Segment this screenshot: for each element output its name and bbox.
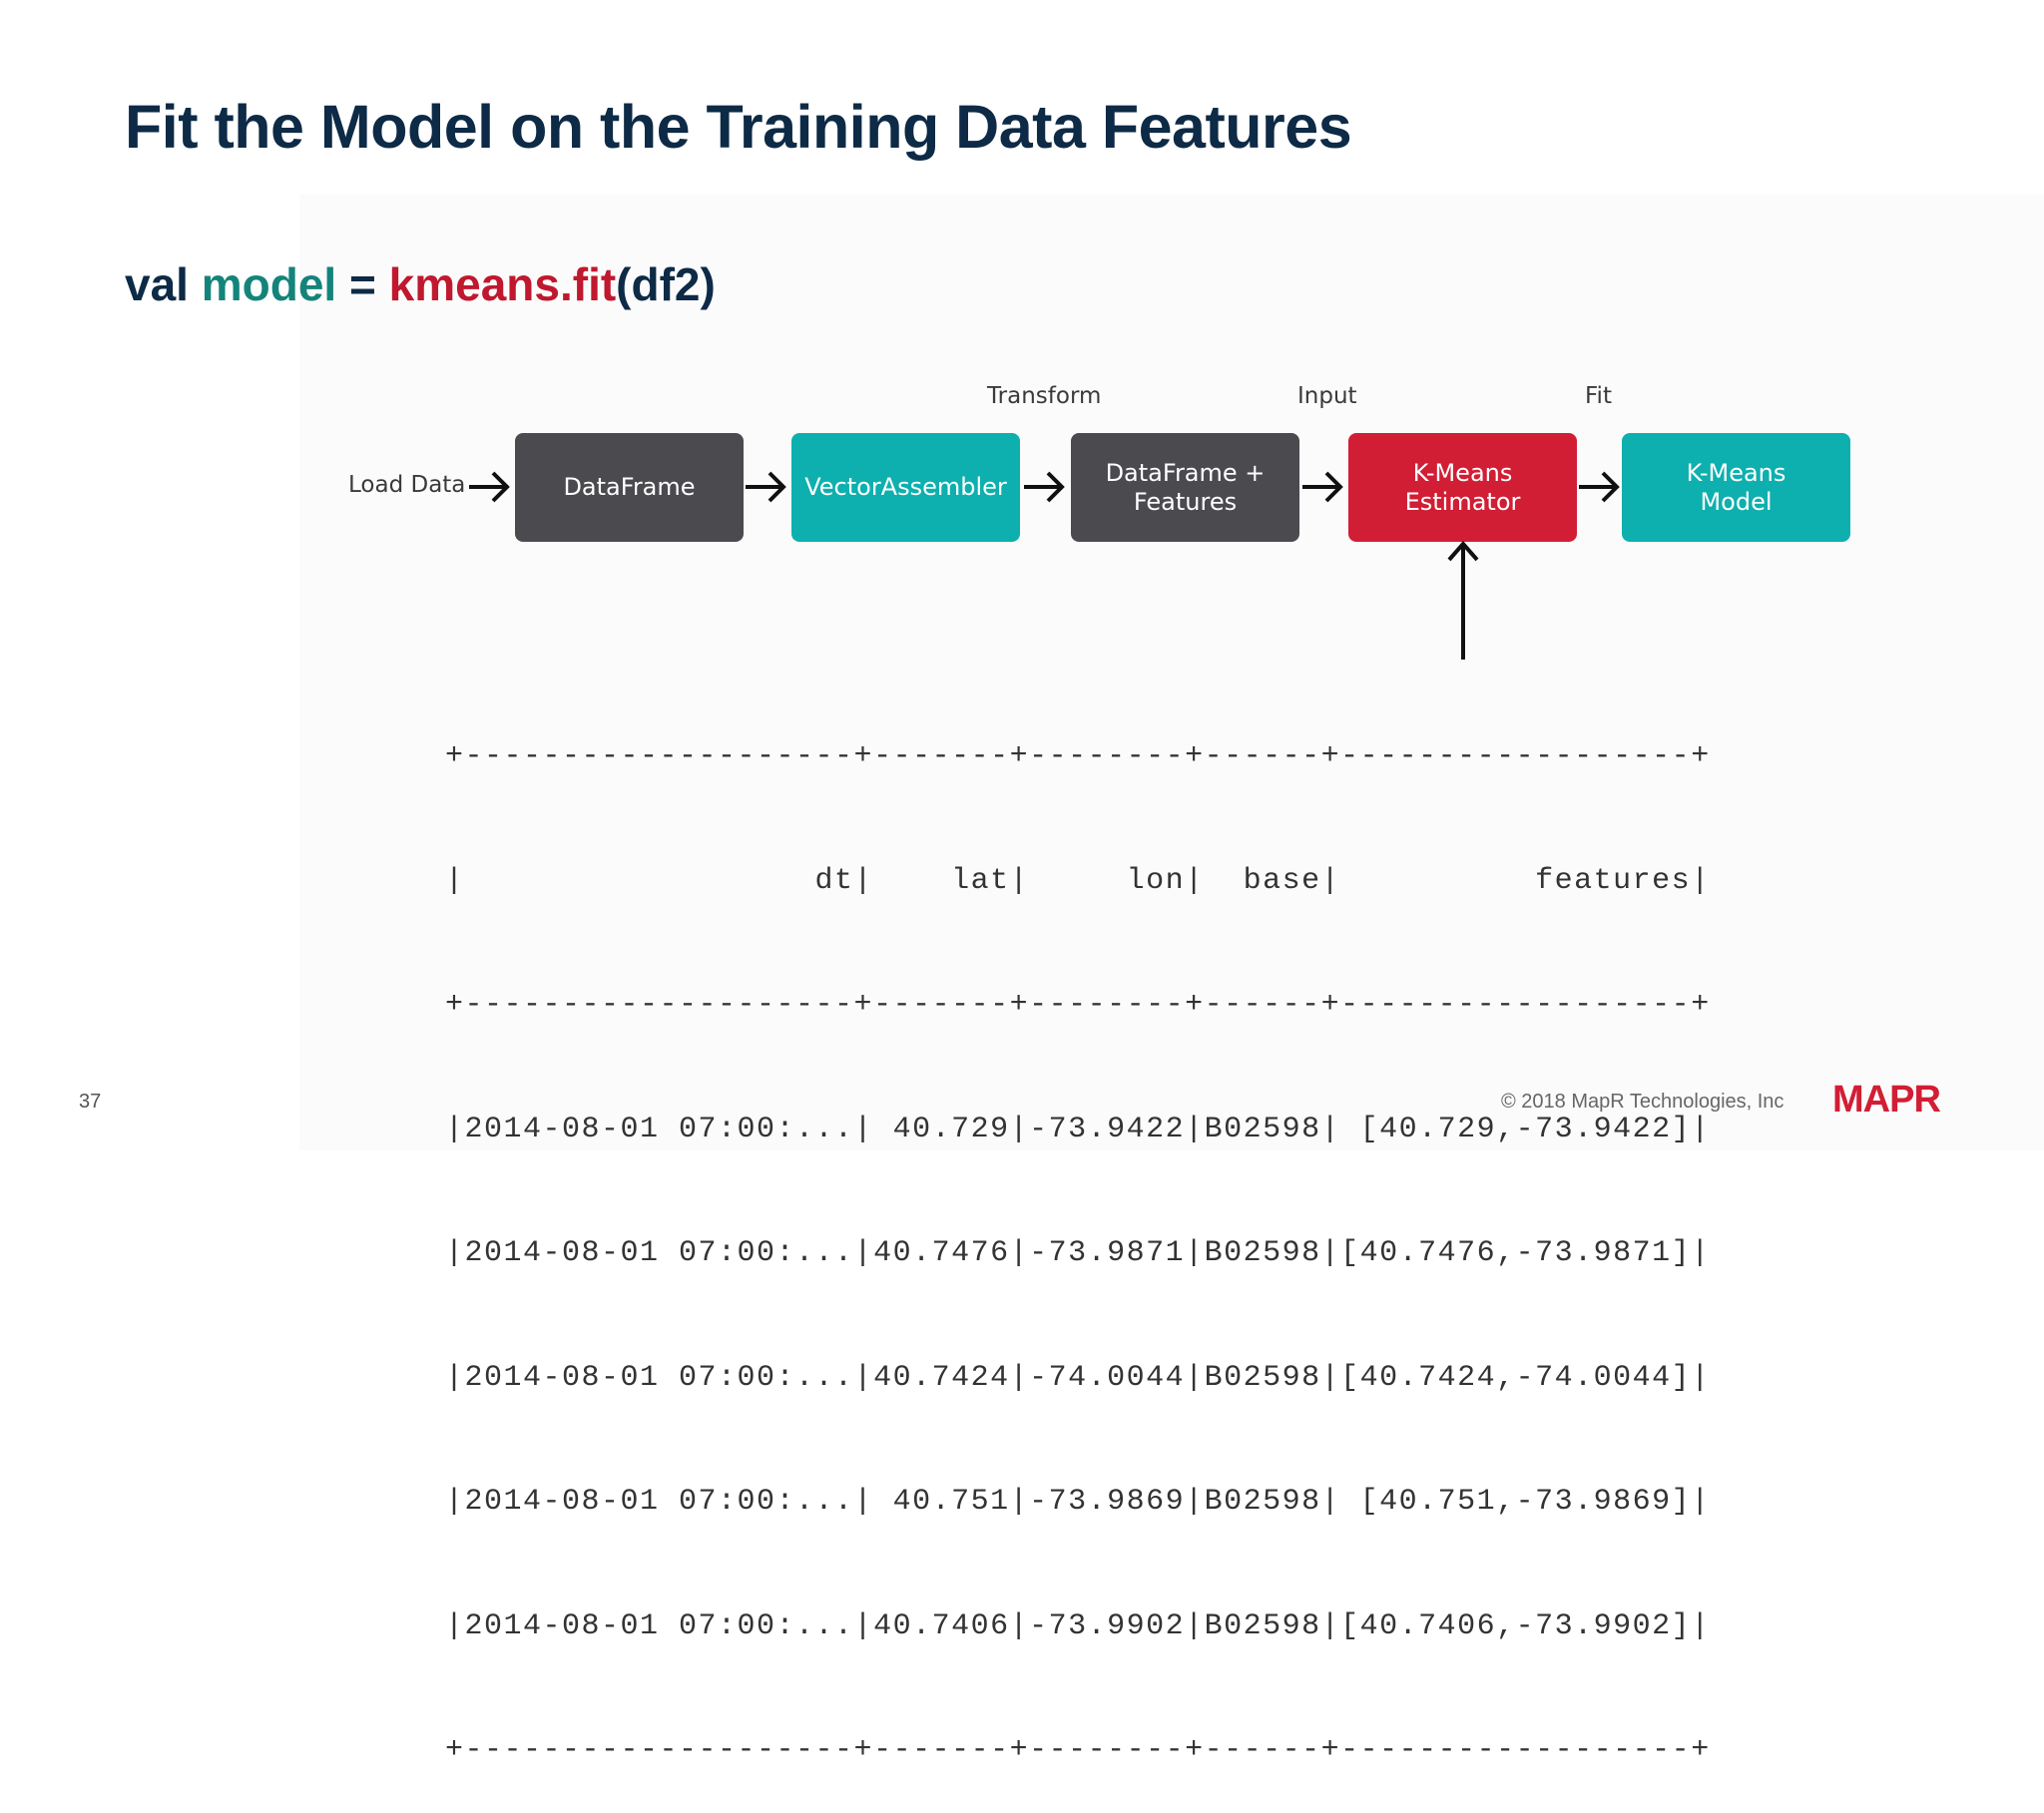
logo-text: MAPR <box>1832 1079 1940 1118</box>
features-table: +--------------------+-------+--------+-… <box>445 654 1711 1813</box>
code-variable-model: model <box>201 258 337 310</box>
table-row: |2014-08-01 07:00:...|40.7424|-74.0044|B… <box>445 1360 1711 1395</box>
code-snippet: val model = kmeans.fit(df2) <box>125 257 716 311</box>
table-row: |2014-08-01 07:00:...|40.7406|-73.9902|B… <box>445 1608 1711 1643</box>
vectorassembler-node: VectorAssembler <box>791 433 1020 542</box>
diagram-background <box>299 195 2044 1150</box>
dataframe-node: DataFrame <box>515 433 744 542</box>
node-label: K-Means <box>1412 458 1513 487</box>
mapr-logo: MAPR <box>1832 1079 1941 1118</box>
table-border-row: +--------------------+-------+--------+-… <box>445 1733 1711 1767</box>
code-keyword-val: val <box>125 258 202 310</box>
transform-label: Transform <box>987 383 1102 409</box>
load-data-label: Load Data <box>348 472 466 498</box>
page-number: 37 <box>79 1091 102 1113</box>
node-label: Features <box>1133 487 1238 516</box>
fit-label: Fit <box>1585 383 1612 409</box>
node-label: DataFrame <box>563 473 696 501</box>
arrow-right-icon <box>1302 471 1343 503</box>
code-function-fit: kmeans.fit <box>388 258 617 310</box>
code-equals: = <box>336 258 389 310</box>
arrow-right-icon <box>746 471 786 503</box>
input-label: Input <box>1297 383 1357 409</box>
table-border-row: +--------------------+-------+--------+-… <box>445 988 1711 1022</box>
table-border-row: +--------------------+-------+--------+-… <box>445 739 1711 773</box>
table-row: |2014-08-01 07:00:...| 40.751|-73.9869|B… <box>445 1485 1711 1519</box>
table-header-row: | dt| lat| lon| base| features| <box>445 863 1711 898</box>
arrow-up-icon <box>1447 540 1479 660</box>
node-label: Model <box>1700 487 1773 516</box>
node-label: VectorAssembler <box>804 473 1007 501</box>
slide-title: Fit the Model on the Training Data Featu… <box>125 93 1352 161</box>
copyright-text: © 2018 MapR Technologies, Inc <box>1501 1091 1785 1113</box>
arrow-right-icon <box>1024 471 1065 503</box>
dataframe-features-node: DataFrame +Features <box>1071 433 1299 542</box>
table-row: |2014-08-01 07:00:...|40.7476|-73.9871|B… <box>445 1236 1711 1270</box>
node-label: DataFrame + <box>1105 458 1266 487</box>
code-args: (df2) <box>616 258 716 310</box>
table-row: |2014-08-01 07:00:...| 40.729|-73.9422|B… <box>445 1112 1711 1146</box>
arrow-right-icon <box>1579 471 1620 503</box>
arrow-right-icon <box>469 471 510 503</box>
node-label: Estimator <box>1404 487 1521 516</box>
node-label: K-Means <box>1686 458 1787 487</box>
